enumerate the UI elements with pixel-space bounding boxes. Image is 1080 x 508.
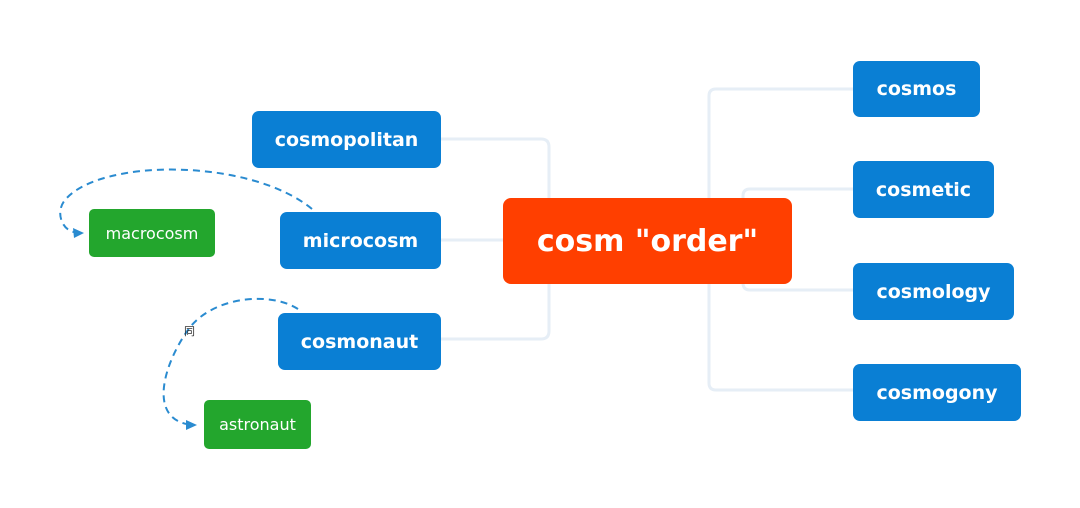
relation-label[interactable]: 同 — [184, 325, 195, 338]
relation-arrow-macrocosm — [59, 168, 313, 233]
related-macrocosm[interactable]: macrocosm — [89, 209, 215, 257]
arrowhead-macrocosm — [73, 228, 84, 238]
topic-microcosm[interactable]: microcosm — [280, 212, 441, 269]
topic-cosmology[interactable]: cosmology — [853, 263, 1014, 320]
topic-cosmos[interactable]: cosmos — [853, 61, 980, 117]
topic-cosmogony[interactable]: cosmogony — [853, 364, 1021, 421]
topic-cosmonaut[interactable]: cosmonaut — [278, 313, 441, 370]
related-astronaut[interactable]: astronaut — [204, 400, 311, 449]
topic-cosmetic[interactable]: cosmetic — [853, 161, 994, 218]
topic-cosmopolitan[interactable]: cosmopolitan — [252, 111, 441, 168]
relation-arrow-astronaut — [162, 297, 299, 425]
arrowhead-astronaut — [186, 420, 197, 430]
central-topic[interactable]: cosm "order" — [503, 198, 792, 284]
